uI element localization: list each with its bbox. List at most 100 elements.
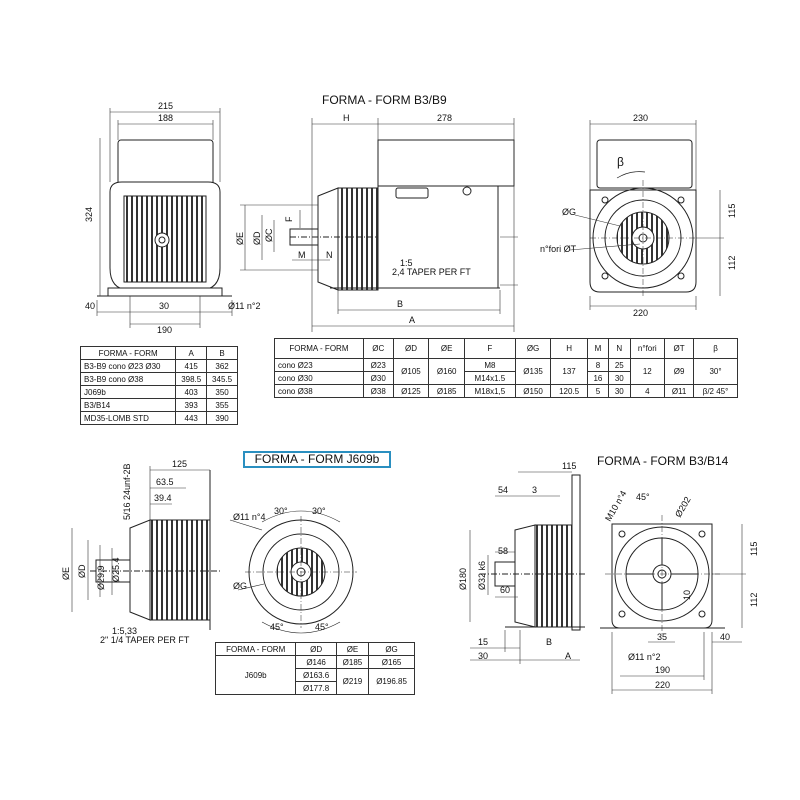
table-cell: 415 (175, 359, 208, 373)
table-cell: cono Ø30 (274, 371, 364, 385)
title-b3b14: FORMA - FORM B3/B14 (597, 454, 729, 468)
dim-188: 188 (158, 113, 173, 123)
dim-F: F (284, 216, 294, 222)
table-cell: B3-B9 cono Ø38 (79, 372, 177, 386)
table-row: cono Ø38 Ø38 Ø125 Ø185 M18x1,5 Ø150 120.… (274, 384, 738, 398)
table-cell: Ø23 (362, 358, 394, 372)
table-header: ØG (514, 338, 552, 359)
table-header: F (464, 338, 516, 359)
b14-dim-202: Ø202 (673, 495, 693, 519)
table-cell: Ø177.8 (295, 681, 337, 695)
table-cell: Ø219 (335, 668, 370, 695)
dim-hole: Ø11 n°2 (228, 301, 260, 311)
table-header: ØE (335, 642, 370, 656)
b3b14-side-dims (469, 471, 580, 664)
b14-dim-32: Ø32 k6 (477, 561, 487, 590)
table-cell: 12 (629, 358, 666, 385)
dim-125: 125 (172, 459, 187, 469)
b14-dim-54: 54 (498, 485, 508, 495)
table-cell: 350 (206, 385, 238, 399)
table-cell: J609b (214, 655, 297, 695)
b14-dim-115top: 115 (562, 461, 576, 471)
dim-D: ØD (252, 231, 262, 245)
table-header: n°fori (629, 338, 666, 359)
dim-25-4: Ø25.4 (111, 557, 121, 582)
table-cell: Ø185 (335, 655, 370, 669)
table-cell: Ø185 (428, 384, 466, 398)
table-cell: Ø30 (362, 371, 394, 385)
table-row: cono Ø30 Ø30 M14x1.5 16 30 (274, 371, 738, 385)
table-cell: 443 (175, 411, 208, 425)
dim-190: 190 (157, 325, 172, 335)
b14-dim-180: Ø180 (458, 568, 468, 590)
j609b-side-view (90, 470, 220, 630)
table-cell: Ø9 (664, 358, 695, 385)
table-cell: MD35-LOMB STD (79, 411, 177, 425)
dim-220: 220 (633, 308, 648, 318)
j609b-side-dims (71, 466, 210, 612)
table-cell: 362 (206, 359, 238, 373)
j-angle-45b: 45° (315, 622, 329, 632)
table-row: B3-B9 cono Ø23 Ø30 415 362 (79, 359, 238, 373)
table-cell: cono Ø23 (274, 358, 364, 372)
b14-dim-30: 30 (478, 651, 488, 661)
table-header: FORMA - FORM (274, 338, 364, 359)
table-cell: Ø163.6 (295, 668, 337, 682)
taper-ratio: 1:5 (400, 258, 413, 268)
b14-dim-35: 35 (657, 632, 667, 642)
dim-nfori: n°fori ØT (540, 244, 577, 254)
dim-324: 324 (84, 207, 94, 222)
table-cell: Ø125 (392, 384, 430, 398)
table-row: cono Ø23 Ø23 Ø105 Ø160 M8 Ø135 137 8 25 … (274, 358, 738, 385)
table-header: β (693, 338, 738, 359)
title-j609b: FORMA - FORM J609b (243, 451, 391, 468)
dim-C: ØC (264, 228, 274, 242)
b3b14-side-view (480, 474, 585, 631)
j-angle-45a: 45° (270, 622, 284, 632)
table-header: ØT (664, 338, 695, 359)
table-row: MD35-LOMB STD 443 390 (79, 411, 238, 425)
dim-M: M (298, 250, 306, 260)
table-main: FORMA - FORM ØC ØD ØE F ØG H M N n°fori … (274, 338, 738, 398)
title-b3b9: FORMA - FORM B3/B9 (322, 93, 447, 107)
table-cell: 355 (206, 398, 238, 412)
table-cell: 8 (586, 358, 610, 372)
table-ab: FORMA - FORM A B B3-B9 cono Ø23 Ø30 415 … (79, 346, 238, 425)
table-cell: Ø160 (428, 358, 466, 385)
dim-29-9: Ø29.9 (96, 565, 106, 590)
b14-dim-220: 220 (655, 680, 670, 690)
table-cell: 393 (175, 398, 208, 412)
table-cell: M8 (464, 358, 516, 372)
b14-dim-15: 15 (478, 637, 488, 647)
table-header: ØD (295, 642, 337, 656)
table-header: B (206, 346, 238, 360)
b14-dim-10: 10 (682, 590, 692, 600)
dim-B: B (397, 299, 403, 309)
dim-278: 278 (437, 113, 452, 123)
b14-dim-58: 58 (498, 546, 508, 556)
table-cell: β/2 45° (693, 384, 738, 398)
b3b14-flange-dims (611, 524, 746, 694)
dim-E: ØE (235, 232, 245, 245)
dim-N: N (326, 250, 333, 260)
dim-A: A (409, 315, 415, 325)
dim-30: 30 (159, 301, 169, 311)
table-cell: Ø11 (664, 384, 695, 398)
b14-dim-3: 3 (532, 485, 537, 495)
table-header: ØE (428, 338, 466, 359)
table-cell: 5 (586, 384, 610, 398)
j-taper: 2" 1/4 TAPER PER FT (100, 635, 190, 645)
j-taper-ratio: 1:5,33 (112, 626, 137, 636)
table-cell: 4 (629, 384, 666, 398)
table-header: FORMA - FORM (79, 346, 177, 360)
b14-dim-112: 112 (749, 593, 759, 607)
j-angle-30a: 30° (274, 506, 288, 516)
table-row: FORMA - FORM ØD ØE ØG (214, 642, 415, 656)
dim-63-5: 63.5 (156, 477, 174, 487)
table-row: Ø177.8 (216, 681, 415, 695)
table-row: B3/B14 393 355 (79, 398, 238, 412)
table-header: ØC (362, 338, 394, 359)
table-cell: 390 (206, 411, 238, 425)
dim-D-j: ØD (77, 564, 87, 578)
b3b9-flange-dims (569, 120, 724, 310)
